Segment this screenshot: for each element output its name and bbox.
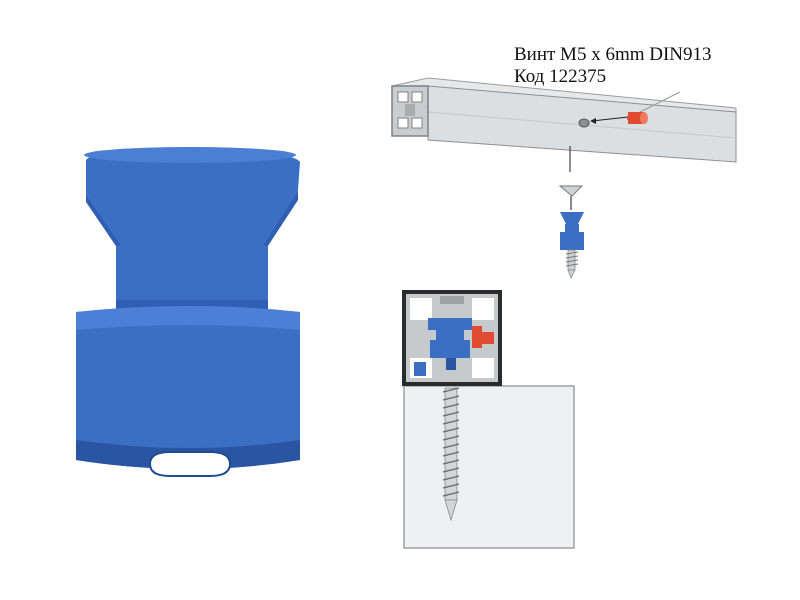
screw-caption: Винт M5 x 6mm DIN913 Код 122375 — [514, 44, 712, 88]
cross-section-diagram — [402, 290, 575, 549]
blue-connector-insert-icon — [76, 147, 300, 477]
caption-code: Код 122375 — [514, 66, 607, 87]
aluminium-profile-icon — [391, 77, 737, 163]
wood-screw-icon — [558, 185, 584, 279]
caption-title: Винт M5 x 6mm DIN913 — [514, 44, 712, 65]
set-screw-icon — [627, 112, 648, 124]
caption-leader-line — [639, 91, 681, 113]
